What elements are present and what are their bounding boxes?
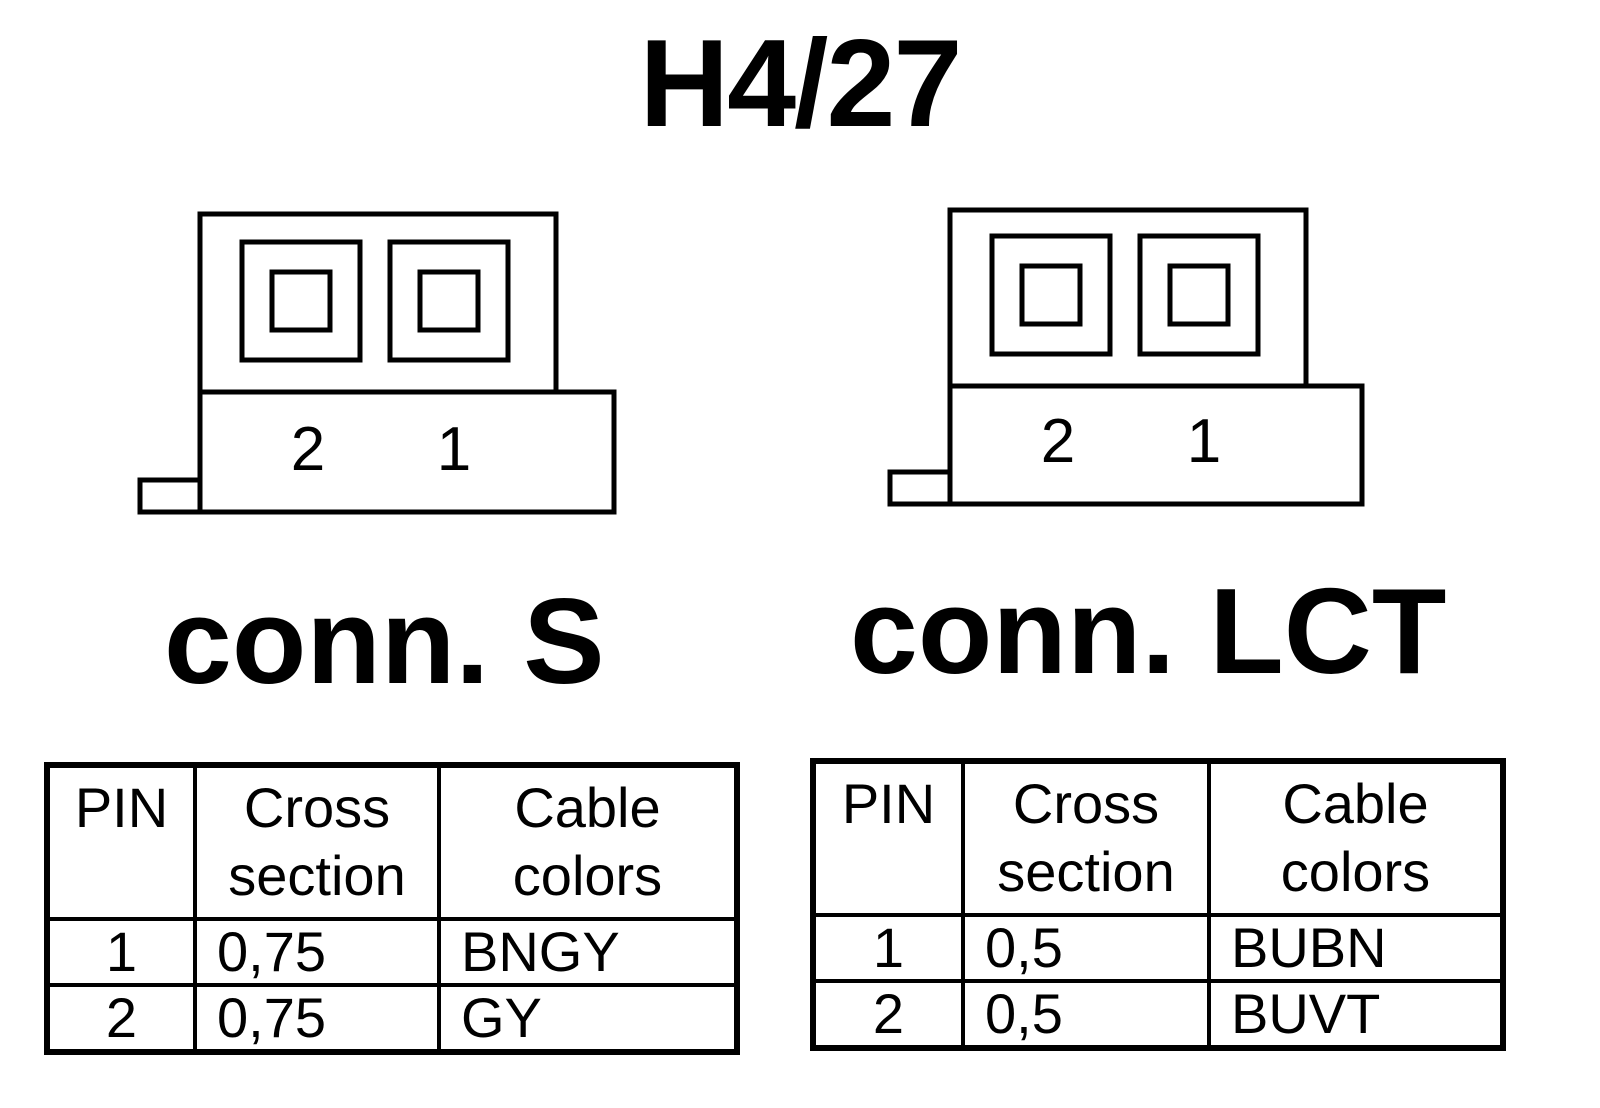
connector-s-latch-tab xyxy=(137,477,203,515)
table-header-row: PIN Cross section Cable colors xyxy=(811,759,1505,917)
connector-lct-pin-number: 2 xyxy=(1041,407,1075,476)
connector-s-housing-lower xyxy=(197,389,617,515)
pin-cell: 1 xyxy=(811,913,965,983)
cable-colors-header: Cable colors xyxy=(1207,759,1505,917)
table-row: 1 0,5 BUBN xyxy=(811,913,1505,983)
connector-lct-pin1-socket-inner xyxy=(1167,263,1231,327)
connector-s-pin-table: PIN Cross section Cable colors 1 0,75 BN… xyxy=(44,762,740,1055)
cable-colors-cell: BUBN xyxy=(1207,913,1505,983)
cross-section-cell: 0,75 xyxy=(193,917,441,987)
connector-s-pin1-socket-inner xyxy=(417,269,481,333)
diagram-title: H4/27 xyxy=(639,15,963,153)
cross-section-header: Cross section xyxy=(961,759,1211,917)
connector-lct-label: conn. LCT xyxy=(850,563,1447,699)
connector-s-pin2-socket-inner xyxy=(269,269,333,333)
connector-s-pin-number: 1 xyxy=(437,415,471,484)
connector-lct-pin2-socket-inner xyxy=(1019,263,1083,327)
cross-section-cell: 0,5 xyxy=(961,913,1211,983)
pin-header: PIN xyxy=(45,763,197,921)
pin-cell: 2 xyxy=(45,983,197,1054)
table-row: 2 0,75 GY xyxy=(45,983,739,1054)
cross-section-cell: 0,75 xyxy=(193,983,441,1054)
cable-colors-cell: BNGY xyxy=(437,917,739,987)
connector-lct-drawing: 2 1 xyxy=(887,207,1365,507)
table-header-row: PIN Cross section Cable colors xyxy=(45,763,739,921)
connector-lct-pin-number: 1 xyxy=(1187,407,1221,476)
connector-s-drawing: 2 1 xyxy=(137,211,617,515)
cross-section-header: Cross section xyxy=(193,763,441,921)
cable-colors-cell: GY xyxy=(437,983,739,1054)
connector-s-pin-number: 2 xyxy=(291,415,325,484)
cable-colors-cell: BUVT xyxy=(1207,979,1505,1050)
cross-section-cell: 0,5 xyxy=(961,979,1211,1050)
table-row: 1 0,75 BNGY xyxy=(45,917,739,987)
connector-s-label: conn. S xyxy=(164,573,605,709)
table-row: 2 0,5 BUVT xyxy=(811,979,1505,1050)
pin-header: PIN xyxy=(811,759,965,917)
pin-cell: 1 xyxy=(45,917,197,987)
connector-lct-housing-lower xyxy=(947,383,1365,507)
connector-lct-pin-table: PIN Cross section Cable colors 1 0,5 BUB… xyxy=(810,758,1506,1051)
pin-cell: 2 xyxy=(811,979,965,1050)
cable-colors-header: Cable colors xyxy=(437,763,739,921)
connector-lct-latch-tab xyxy=(887,469,953,507)
